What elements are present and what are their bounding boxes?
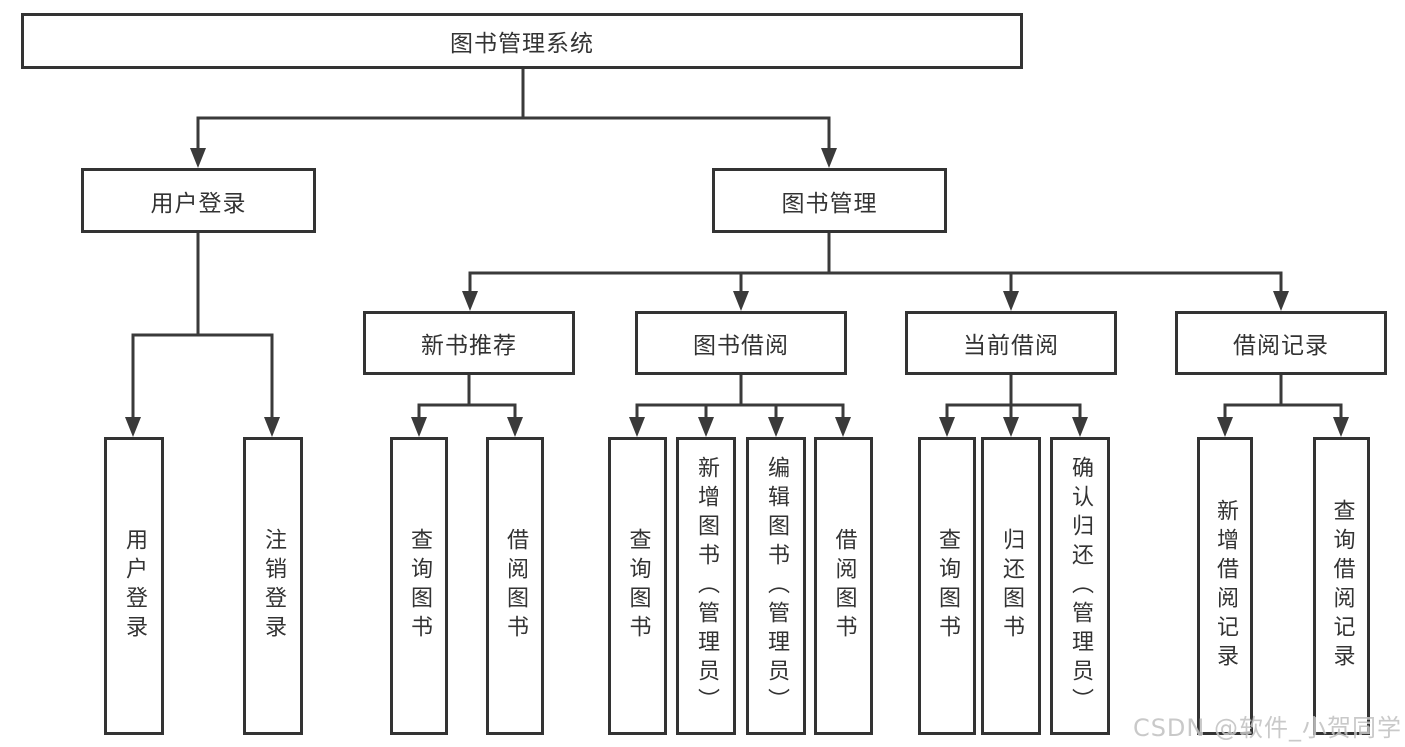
arrow-down-icon [190,148,206,168]
node-book-management: 图书管理 [712,168,947,233]
arrow-down-icon [462,291,478,311]
node-borrow-records: 借阅记录 [1175,311,1387,375]
node-label: 确认归还（管理员） [1068,455,1093,717]
node-return-books: 归还图书 [981,437,1041,735]
arrow-down-icon [1003,417,1019,437]
node-borrow-books-2: 借阅图书 [814,437,873,735]
arrow-down-icon [1003,291,1019,311]
arrow-down-icon [411,417,427,437]
node-edit-books-admin: 编辑图书（管理员） [746,437,806,735]
arrow-down-icon [125,417,141,437]
node-label: 查询图书 [407,528,432,644]
node-label: 归还图书 [999,528,1024,644]
node-query-books-3: 查询图书 [918,437,976,735]
node-add-books-admin: 新增图书（管理员） [676,437,736,735]
node-label: 借阅图书 [831,528,857,644]
node-confirm-return-admin: 确认归还（管理员） [1050,437,1110,735]
arrow-down-icon [1072,417,1088,437]
node-label: 查询图书 [625,528,651,644]
node-user-login: 用户登录 [81,168,316,233]
node-label: 新增图书（管理员） [694,455,719,717]
node-label: 注销登录 [261,528,286,644]
arrow-down-icon [1273,291,1289,311]
arrow-down-icon [698,417,714,437]
node-root: 图书管理系统 [21,13,1023,69]
node-label: 编辑图书（管理员） [764,455,789,717]
node-current-borrow: 当前借阅 [905,311,1117,375]
node-borrow-books-1: 借阅图书 [486,437,544,735]
arrow-down-icon [821,148,837,168]
arrow-down-icon [939,417,955,437]
node-add-borrow-record: 新增借阅记录 [1197,437,1253,735]
node-label: 查询借阅记录 [1329,499,1355,673]
node-label: 新增借阅记录 [1213,499,1238,673]
node-book-borrow: 图书借阅 [635,311,847,375]
arrow-down-icon [835,417,851,437]
node-query-books-1: 查询图书 [390,437,448,735]
arrow-down-icon [1333,417,1349,437]
node-query-books-2: 查询图书 [608,437,667,735]
watermark: CSDN @软件_小贺同学 [1132,714,1402,742]
node-query-borrow-record: 查询借阅记录 [1313,437,1370,735]
arrow-down-icon [629,417,645,437]
node-logout: 注销登录 [243,437,303,735]
node-label: 查询图书 [935,528,960,644]
arrow-down-icon [733,291,749,311]
node-user-login-leaf: 用户登录 [104,437,164,735]
arrow-down-icon [768,417,784,437]
node-label: 用户登录 [122,528,147,644]
arrow-down-icon [264,417,280,437]
arrow-down-icon [507,417,523,437]
node-new-book-recommend: 新书推荐 [363,311,575,375]
arrow-down-icon [1217,417,1233,437]
node-label: 借阅图书 [503,528,528,644]
